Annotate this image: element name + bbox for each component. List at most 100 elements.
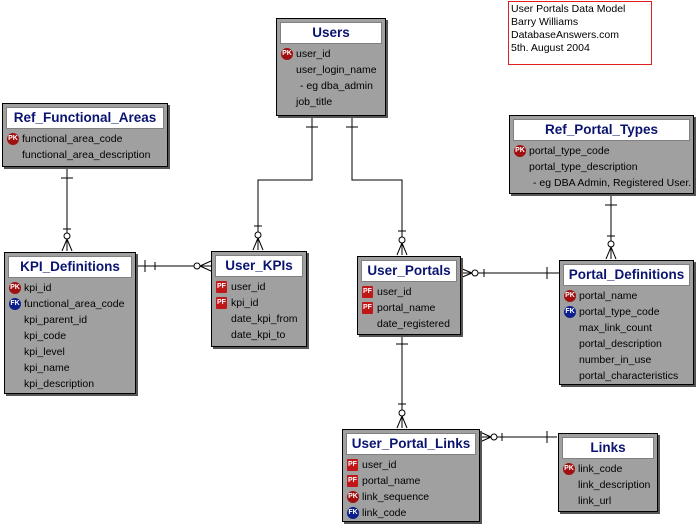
rel-links-user-portal-links	[479, 431, 557, 443]
entity-title: Users	[280, 22, 382, 44]
pf-key-icon: PF	[347, 459, 358, 471]
attr-name: portal_name	[377, 302, 436, 314]
attr-name: link_url	[578, 495, 612, 507]
entity-title: Links	[562, 437, 654, 459]
attr-row: job_title	[277, 94, 385, 110]
attr-row: kpi_code	[5, 328, 135, 344]
model-info-note: User Portals Data Model Barry Williams D…	[508, 1, 652, 65]
attr-name: number_in_use	[579, 354, 652, 366]
attr-name: portal_name	[362, 475, 421, 487]
attr-row: portal_type_description	[510, 159, 693, 175]
attr-name: max_link_count	[579, 322, 652, 334]
attr-name: link_code	[362, 507, 407, 519]
attr-name: kpi_level	[24, 346, 65, 358]
pf-key-icon: PF	[362, 302, 373, 314]
attr-name: - eg dba_admin	[300, 80, 373, 92]
note-author: Barry Williams	[511, 16, 579, 28]
note-site: DatabaseAnswers.com	[511, 29, 619, 41]
pk-key-icon: PK	[7, 133, 19, 145]
attr-row: kpi_level	[5, 344, 135, 360]
attr-name: job_title	[296, 96, 333, 108]
attr-name: portal_name	[579, 290, 638, 302]
rel-users-user-portals	[346, 116, 408, 256]
pf-key-icon: PF	[347, 475, 358, 487]
attr-row: date_kpi_from	[212, 311, 306, 327]
attr-row: user_login_name	[277, 62, 385, 78]
entity-title: User_KPIs	[215, 255, 303, 277]
attr-name: functional_area_code	[22, 133, 123, 145]
attr-name: user_id	[296, 48, 331, 60]
entity-user-kpis[interactable]: User_KPIs PF user_id PF kpi_id date_kpi_fr…	[211, 251, 307, 347]
attr-name: kpi_code	[24, 330, 67, 342]
attr-name: kpi_id	[231, 297, 259, 309]
attr-name: user_id	[377, 286, 412, 298]
attr-row: date_kpi_to	[212, 327, 306, 343]
entity-user-portals[interactable]: User_Portals PF user_id PF portal_name dat…	[357, 256, 461, 335]
rel-kpi-definitions-user-kpis	[135, 260, 212, 272]
entity-title: User_Portals	[361, 260, 457, 282]
attr-row: kpi_description	[5, 376, 135, 392]
attr-name: portal_type_code	[579, 306, 660, 318]
attr-name: portal_characteristics	[579, 370, 679, 382]
fk-key-icon: FK	[347, 507, 359, 519]
pk-key-icon: PK	[514, 145, 526, 157]
rel-functional-areas-kpi-definitions	[61, 166, 73, 252]
entity-title: Ref_Functional_Areas	[6, 107, 164, 129]
pf-key-icon: PF	[362, 286, 373, 298]
entity-title: Portal_Definitions	[563, 264, 690, 286]
entity-title: User_Portal_Links	[346, 433, 476, 455]
attr-name: user_id	[231, 281, 266, 293]
attr-row: number_in_use	[560, 352, 693, 368]
attr-name: functional_area_description	[22, 149, 151, 161]
pk-key-icon: PK	[564, 290, 576, 302]
attr-name: user_login_name	[296, 64, 377, 76]
pk-key-icon: PK	[281, 48, 293, 60]
attr-row: functional_area_description	[3, 147, 167, 163]
attr-name: date_kpi_to	[231, 329, 286, 341]
entity-title: Ref_Portal_Types	[513, 119, 690, 141]
fk-key-icon: FK	[9, 298, 21, 310]
pf-key-icon: PF	[216, 281, 227, 293]
attr-row: link_description	[559, 477, 657, 493]
attr-row: PF kpi_id	[212, 295, 306, 311]
rel-user-portals-user-portal-links	[396, 335, 408, 429]
attr-row: date_registered	[358, 316, 460, 332]
attr-row: PF portal_name	[343, 473, 479, 489]
attr-name: kpi_description	[24, 378, 95, 390]
attr-name: portal_description	[579, 338, 662, 350]
attr-row: kpi_name	[5, 360, 135, 376]
rel-users-user-kpis	[252, 116, 318, 251]
pk-key-icon: PK	[9, 282, 21, 294]
attr-row: link_url	[559, 493, 657, 509]
entity-title: KPI_Definitions	[8, 256, 132, 278]
attr-name: kpi_name	[24, 362, 70, 374]
attr-name: link_code	[578, 463, 623, 475]
attr-name: date_kpi_from	[231, 313, 298, 325]
attr-name: functional_area_code	[24, 298, 125, 310]
rel-portal-types-portal-definitions	[605, 193, 617, 260]
pk-key-icon: PK	[347, 491, 359, 503]
fk-key-icon: FK	[564, 306, 576, 318]
attr-name: date_registered	[377, 318, 450, 330]
pk-key-icon: PK	[563, 463, 575, 475]
attr-name: - eg DBA Admin, Registered User.	[533, 177, 692, 189]
pf-key-icon: PF	[216, 297, 227, 309]
attr-row: PF user_id	[358, 284, 460, 300]
